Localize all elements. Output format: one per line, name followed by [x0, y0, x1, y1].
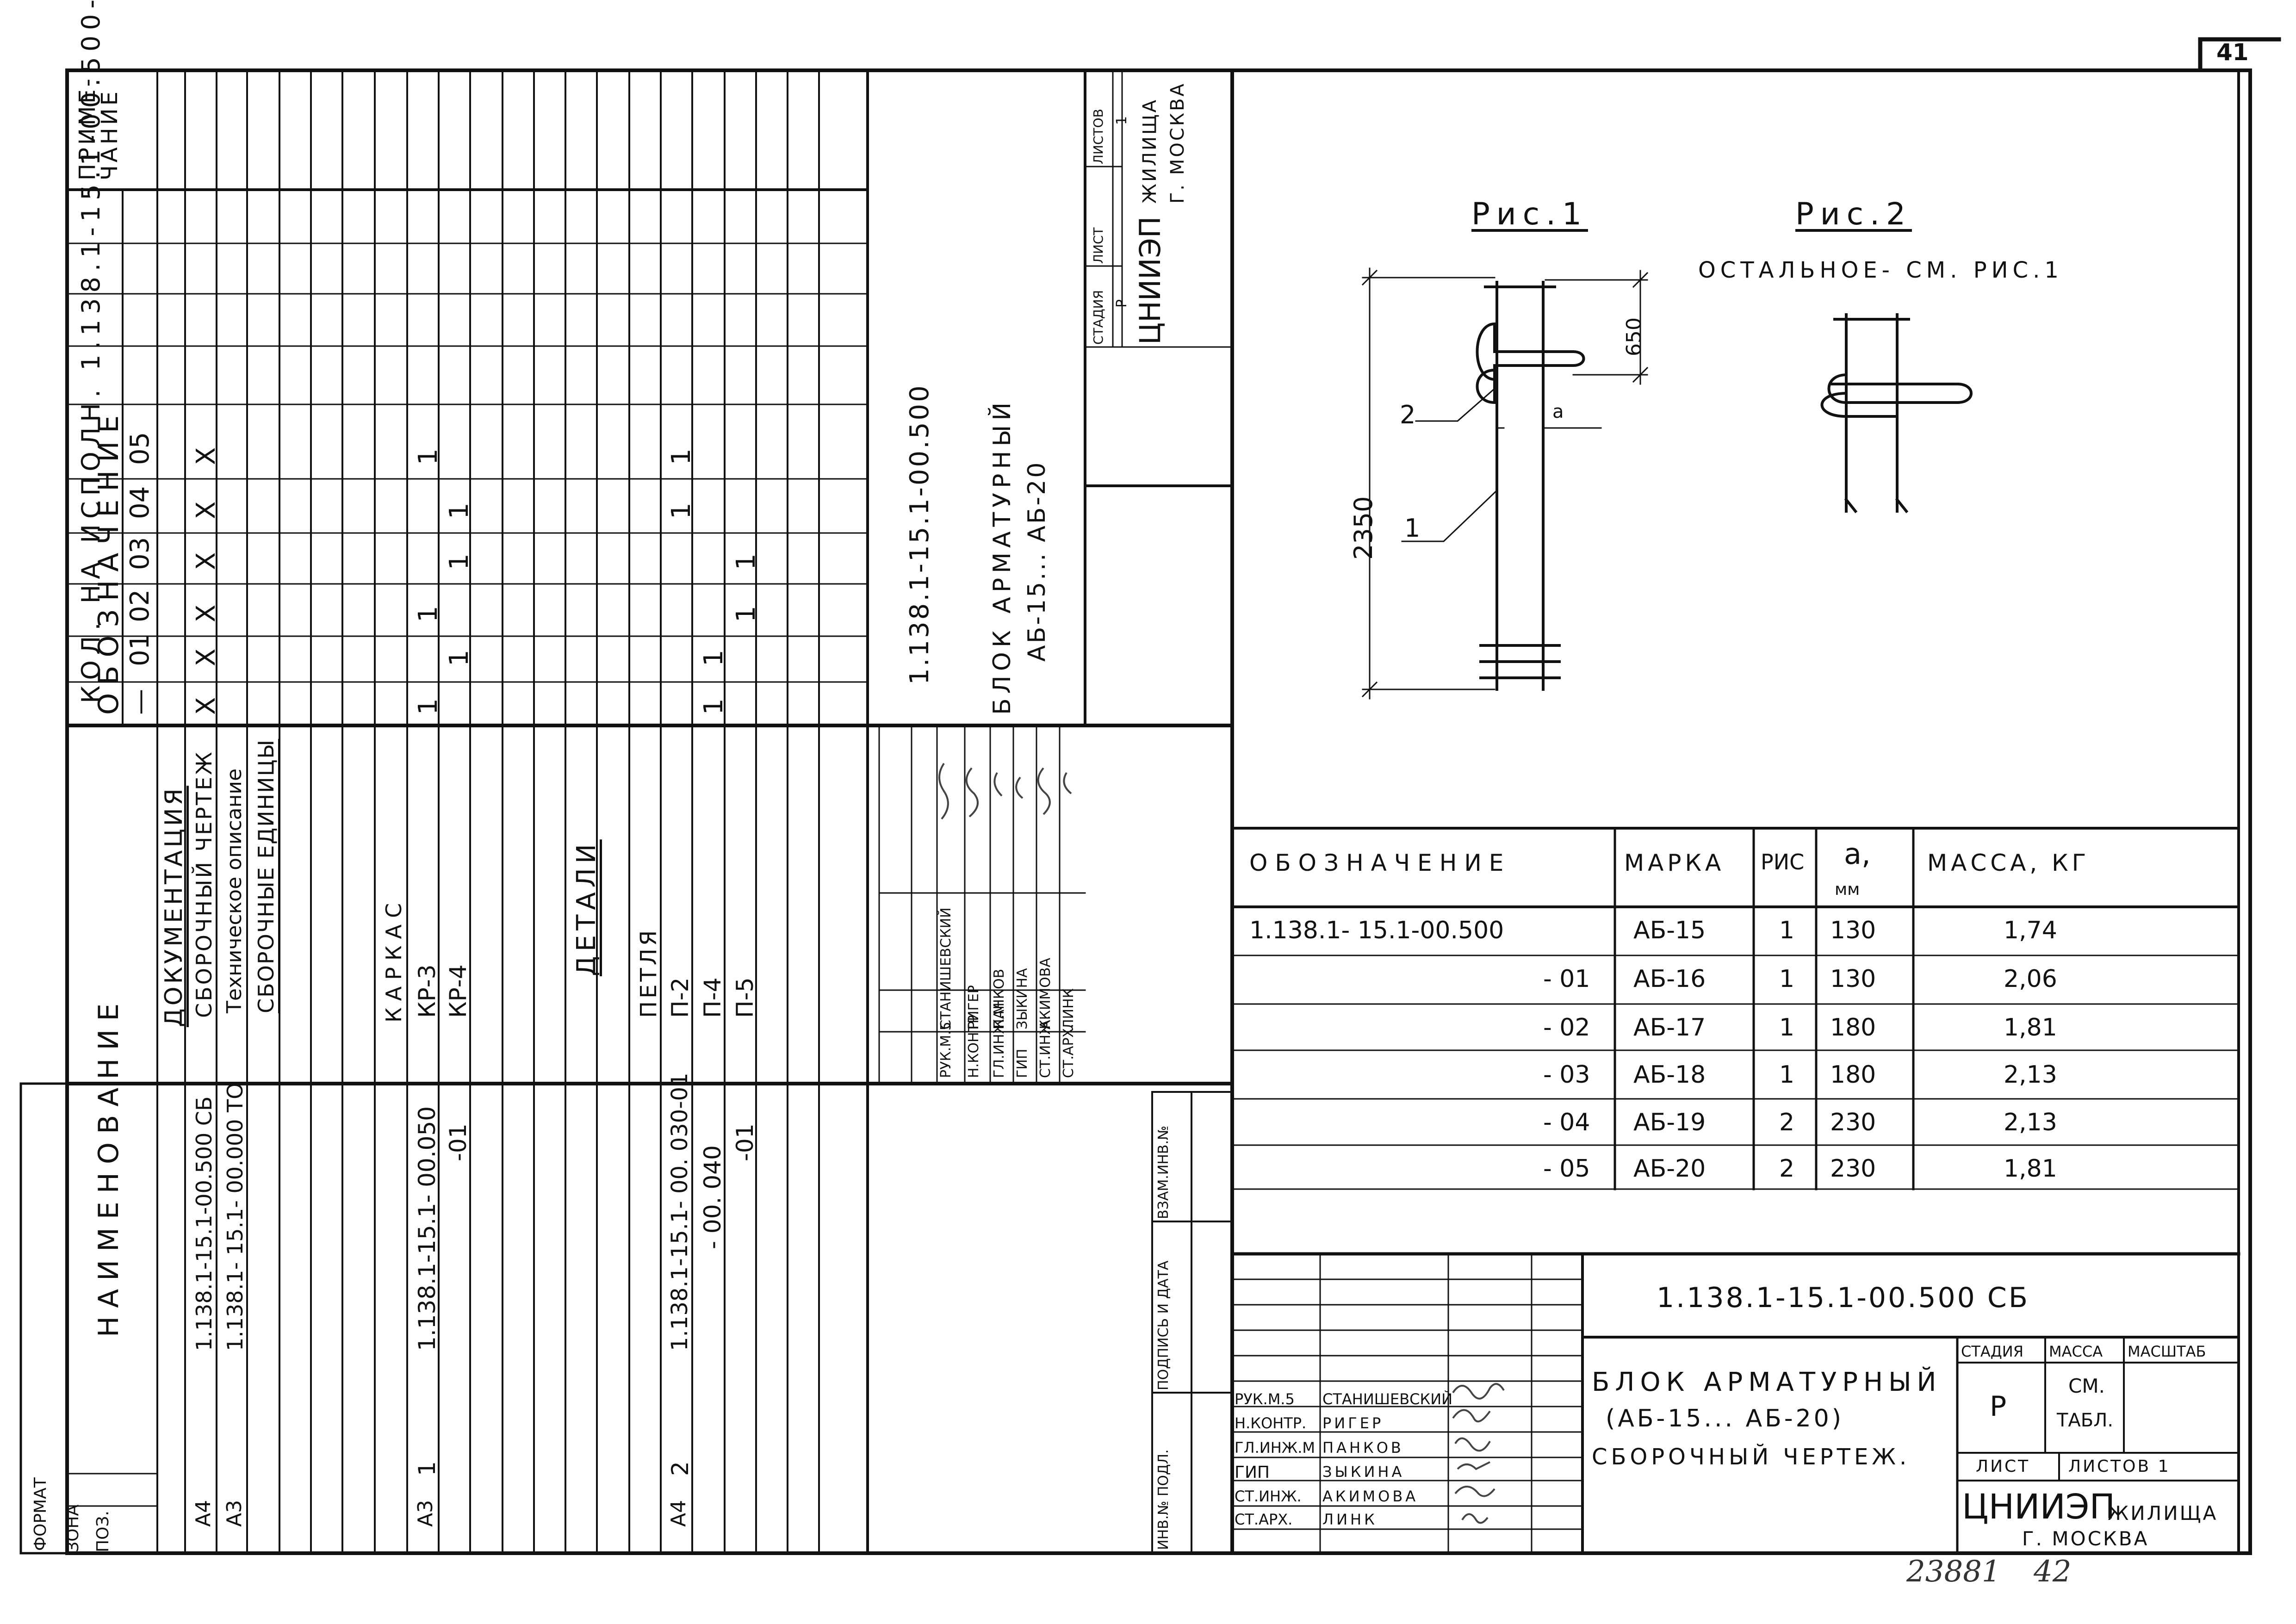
callout-2: 2	[1400, 400, 1416, 429]
signature-mark	[1015, 776, 1024, 799]
variant-header-fig: РИС	[1761, 849, 1805, 874]
signature-mark	[1037, 767, 1051, 815]
variant-cell-fig: 1	[1779, 1014, 1795, 1041]
main-stamp-person: ЛИНК	[1322, 1511, 1378, 1528]
main-stamp-city: Г. МОСКВА	[2022, 1527, 2149, 1550]
main-stamp-person: РИГЕР	[1322, 1414, 1384, 1432]
variant-cell-mark: АБ-15	[1633, 917, 1706, 944]
signature-mark	[965, 767, 979, 818]
main-stamp-title-2: (АБ-15... АБ-20)	[1606, 1405, 1844, 1432]
variant-cell-a: 180	[1830, 1061, 1876, 1089]
variant-cell-mark: АБ-18	[1633, 1061, 1706, 1089]
variant-cell-mark: АБ-20	[1633, 1155, 1706, 1183]
variant-cell-fig: 1	[1779, 917, 1795, 944]
variant-cell-code: - 04	[1543, 1109, 1590, 1136]
figure-2-title: Рис.2	[1795, 196, 1912, 232]
variant-cell-a: 180	[1830, 1014, 1876, 1041]
signature-mark	[1454, 1437, 1491, 1452]
variant-cell-mass: 2,13	[2004, 1061, 2057, 1089]
variant-cell-a: 230	[1830, 1109, 1876, 1136]
main-stamp-stage: Р	[1990, 1390, 2007, 1423]
variant-cell-mass: 1,81	[2004, 1155, 2057, 1183]
main-stamp-role: СТ.АРХ.	[1235, 1511, 1293, 1528]
variant-cell-fig: 2	[1779, 1155, 1795, 1183]
variant-header-code: ОБОЗНАЧЕНИЕ	[1249, 849, 1511, 876]
sheet-corner-number: 41	[2216, 39, 2249, 66]
figure-1-title: Рис.1	[1471, 196, 1588, 232]
main-stamp-person: СТАНИШЕВСКИЙ	[1322, 1390, 1453, 1408]
main-stamp-mass-header: МАССА	[2049, 1343, 2103, 1360]
signature-mark	[1461, 1513, 1489, 1524]
main-stamp-mass-2: ТАБЛ.	[2057, 1410, 2114, 1431]
variant-cell-fig: 1	[1779, 1061, 1795, 1089]
main-stamp-title-3: СБОРОЧНЫЙ ЧЕРТЕЖ.	[1592, 1444, 1911, 1470]
variant-cell-mass: 2,06	[2004, 965, 2057, 993]
main-stamp-person: АКИМОВА	[1322, 1488, 1419, 1505]
variant-cell-code: - 03	[1543, 1061, 1590, 1089]
variant-cell-mass: 1,81	[2004, 1014, 2057, 1041]
main-stamp-code: 1.138.1-15.1-00.500 СБ	[1657, 1282, 2029, 1314]
main-stamp-title-1: БЛОК АРМАТУРНЫЙ	[1592, 1367, 1942, 1397]
signature-mark	[1063, 772, 1072, 794]
main-stamp-org-suffix: ЖИЛИЩА	[2108, 1502, 2218, 1525]
archive-sheet-number: 42	[2034, 1555, 2072, 1589]
main-stamp-person: ПАНКОВ	[1322, 1439, 1404, 1457]
variant-header-mark: МАРКА	[1624, 849, 1725, 876]
variant-cell-fig: 2	[1779, 1109, 1795, 1136]
variant-header-mass: МАССА, КГ	[1927, 849, 2090, 876]
variant-cell-mark: АБ-17	[1633, 1014, 1706, 1041]
signature-mark	[938, 762, 949, 820]
signature-mark	[1454, 1486, 1496, 1497]
main-stamp-mass-1: СМ.	[2068, 1375, 2105, 1397]
main-stamp-role: СТ.ИНЖ.	[1235, 1488, 1302, 1505]
main-stamp-role: РУК.М.5	[1235, 1390, 1295, 1408]
variant-header-unit: мм	[1835, 880, 1860, 899]
variant-header-a: а,	[1844, 837, 1871, 871]
figure-2-note: ОСТАЛЬНОЕ- СМ. РИС.1	[1698, 257, 2063, 283]
variant-cell-mark: АБ-16	[1633, 965, 1706, 993]
main-stamp-sheets-header: ЛИСТОВ 1	[2068, 1457, 2171, 1476]
main-stamp-org: ЦНИИЭП	[1962, 1487, 2116, 1527]
dim-a: а	[1552, 401, 1564, 422]
variant-cell-code: - 02	[1543, 1014, 1590, 1041]
variant-cell-mass: 1,74	[2004, 917, 2057, 944]
signature-mark	[1452, 1383, 1505, 1400]
main-stamp-role: ГИП	[1235, 1463, 1270, 1482]
variant-cell-a: 130	[1830, 917, 1876, 944]
main-stamp-role: ГЛ.ИНЖ.М	[1235, 1439, 1315, 1457]
variant-cell-code: 1.138.1- 15.1-00.500	[1249, 917, 1504, 944]
signature-mark	[1452, 1409, 1491, 1423]
signature-mark	[993, 772, 1003, 797]
archive-number: 23881	[1906, 1555, 2001, 1589]
signature-mark	[1457, 1461, 1490, 1470]
variant-cell-mark: АБ-19	[1633, 1109, 1706, 1136]
variant-cell-fig: 1	[1779, 965, 1795, 993]
main-stamp-person: ЗЫКИНА	[1322, 1463, 1405, 1481]
variant-cell-a: 130	[1830, 965, 1876, 993]
variant-cell-a: 230	[1830, 1155, 1876, 1183]
variant-cell-mass: 2,13	[2004, 1109, 2057, 1136]
main-stamp-stage-header: СТАДИЯ	[1961, 1343, 2023, 1360]
variant-cell-code: - 01	[1543, 965, 1590, 993]
main-stamp-role: Н.КОНТР.	[1235, 1414, 1307, 1432]
variant-cell-code: - 05	[1543, 1155, 1590, 1183]
callout-1: 1	[1404, 514, 1421, 543]
main-stamp-scale-header: МАСШТАБ	[2128, 1343, 2206, 1360]
main-stamp-sheet-header: ЛИСТ	[1976, 1457, 2030, 1476]
